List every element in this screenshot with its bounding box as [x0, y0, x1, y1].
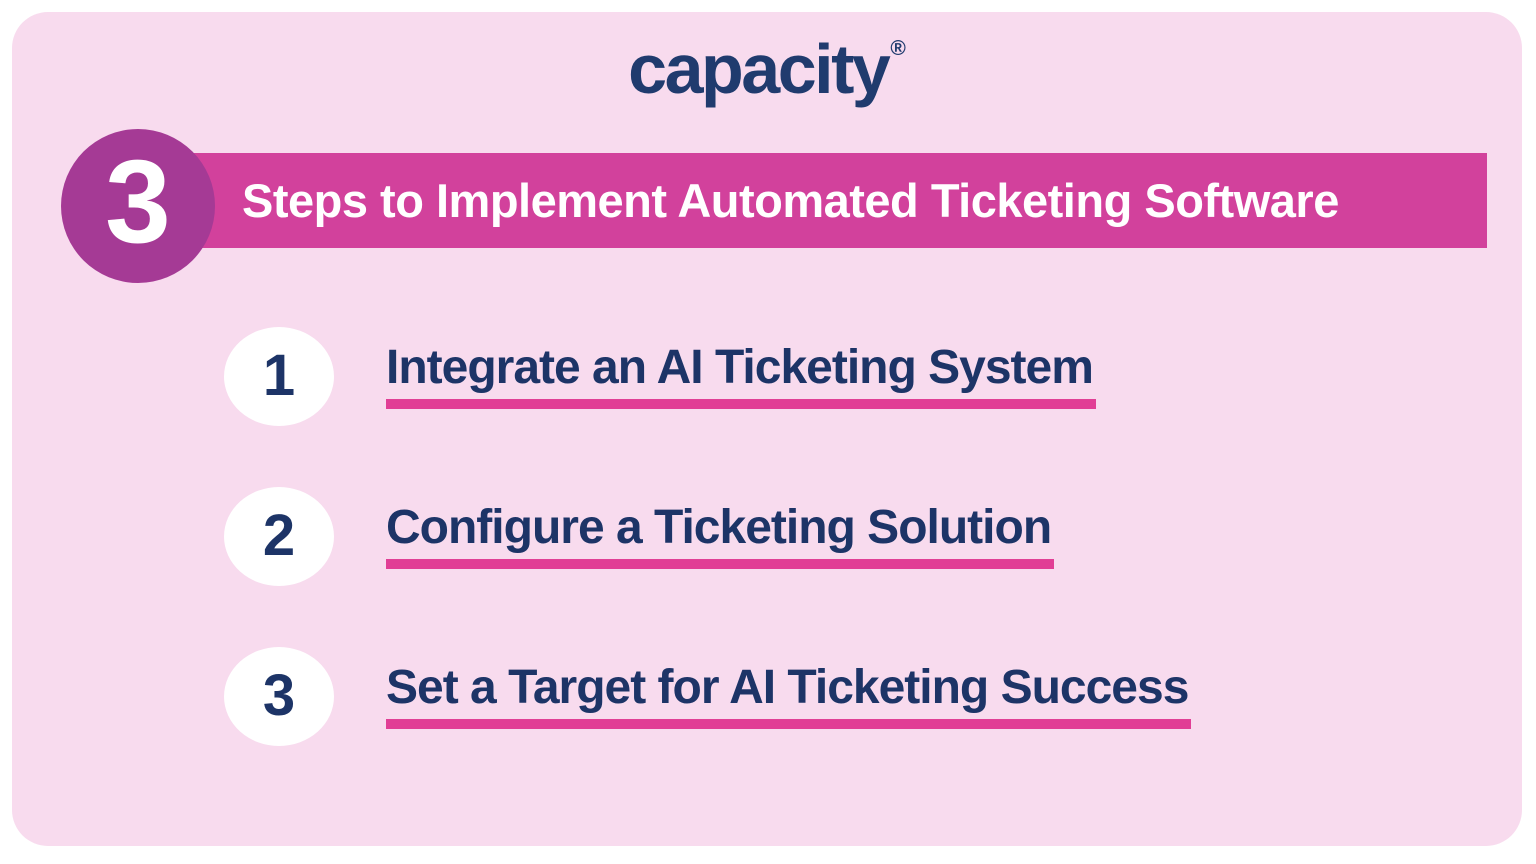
step-row-1: 1 Integrate an AI Ticketing System: [224, 326, 1096, 426]
step-1-number-circle: 1: [224, 326, 334, 426]
step-3-number: 3: [262, 663, 296, 728]
capacity-logo: capacity®: [12, 34, 1522, 104]
step-row-3: 3 Set a Target for AI Ticketing Success: [224, 646, 1192, 746]
step-1-title: Integrate an AI Ticketing System: [386, 342, 1096, 410]
step-2-title: Configure a Ticketing Solution: [386, 502, 1055, 570]
step-1-number: 1: [262, 343, 296, 408]
registered-trademark-icon: ®: [890, 37, 906, 60]
banner-title: Steps to Implement Automated Ticketing S…: [242, 174, 1339, 227]
step-2-number-circle: 2: [224, 486, 334, 586]
step-row-2: 2 Configure a Ticketing Solution: [224, 486, 1055, 586]
step-2-number: 2: [262, 503, 296, 568]
title-banner: Steps to Implement Automated Ticketing S…: [184, 153, 1487, 248]
logo-wordmark: capacity: [628, 30, 891, 108]
step-count-number: 3: [105, 136, 171, 268]
infographic-card: capacity® Steps to Implement Automated T…: [12, 12, 1522, 846]
step-count-circle: 3: [61, 129, 215, 283]
step-3-number-circle: 3: [224, 646, 334, 746]
step-3-title: Set a Target for AI Ticketing Success: [386, 662, 1192, 730]
